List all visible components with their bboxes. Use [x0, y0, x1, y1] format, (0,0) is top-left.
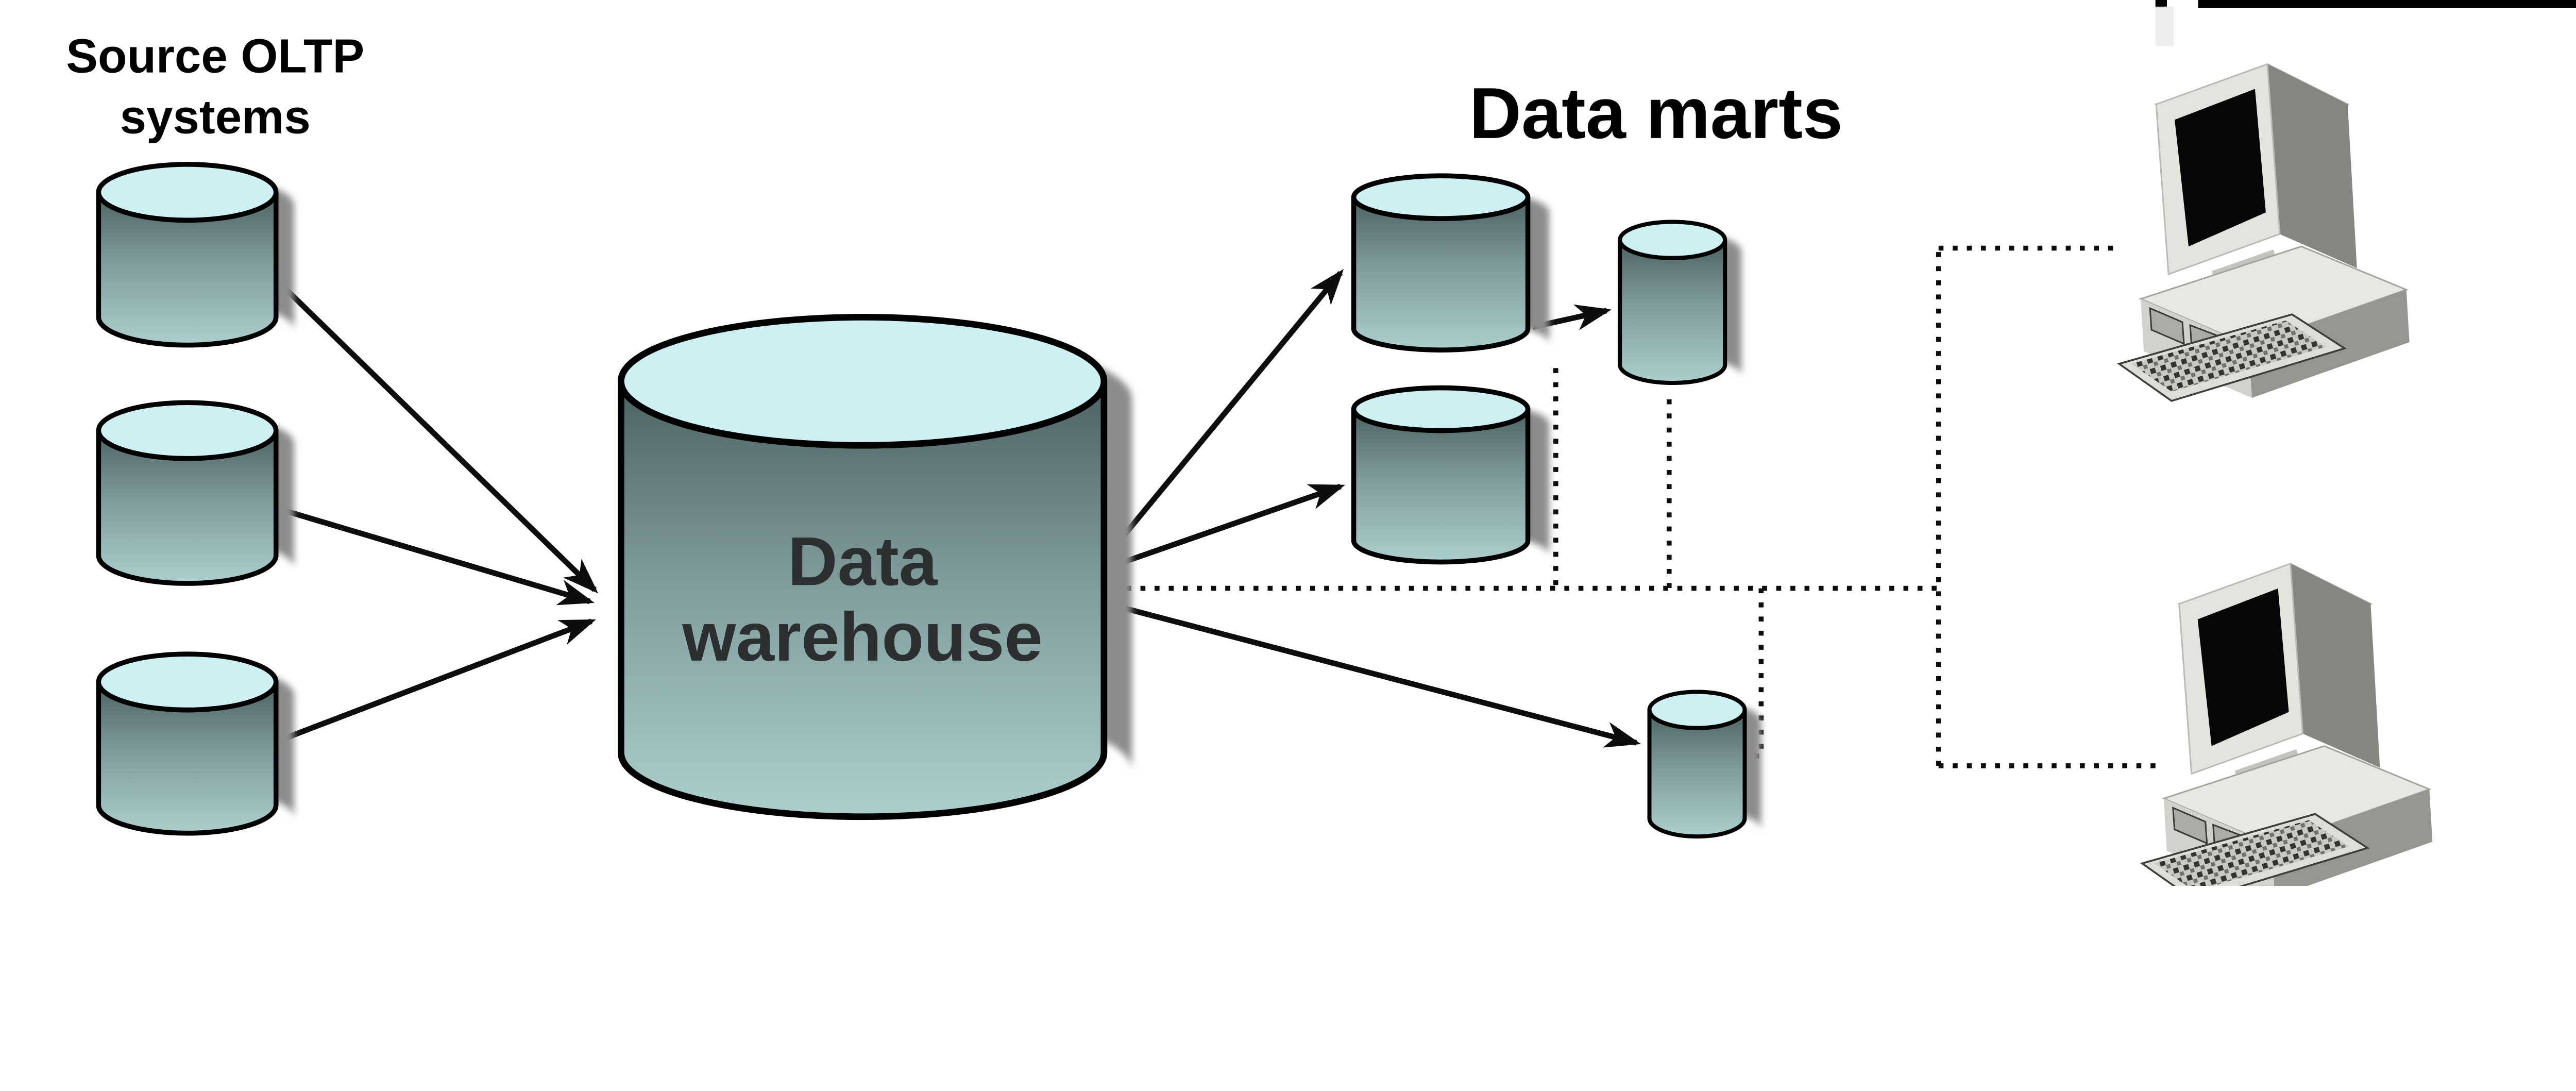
cylinder-top — [1351, 173, 1531, 221]
mart-small-bottom — [1647, 690, 1761, 839]
top-edge-smudge — [2155, 6, 2174, 46]
diagram-background — [0, 0, 2576, 886]
arrow-warehouse-to-mart-small-bottom — [1123, 605, 1641, 748]
arrow-source1-to-warehouse — [280, 283, 599, 594]
diagram-canvas: Data warehouse Source OLTP systems Data … — [0, 0, 2576, 886]
top-right-black-bar — [2198, 0, 2576, 8]
warehouse-label-line1: Data — [788, 523, 938, 600]
source-db-2 — [96, 400, 294, 586]
cylinder-top — [1618, 220, 1727, 260]
cylinder-top — [1647, 690, 1747, 730]
cylinder-top — [1351, 385, 1531, 433]
architecture-diagram: Data warehouse Source OLTP systems Data … — [0, 0, 2576, 886]
source-systems-label-line1: Source OLTP — [66, 29, 364, 82]
source-systems-label: Source OLTP systems — [66, 29, 364, 143]
data-marts-title: Data marts — [1469, 73, 1843, 154]
cylinder-top — [96, 651, 279, 713]
arrow-warehouse-to-mart-middle — [1123, 483, 1346, 565]
top-edge-artifact — [2155, 0, 2167, 8]
cylinder-top — [617, 314, 1108, 449]
source-db-1 — [96, 162, 294, 348]
mart-small-top — [1618, 220, 1742, 385]
etl-arrows — [280, 268, 1641, 748]
warehouse-cylinder: Data warehouse — [617, 314, 1132, 820]
mart-large-middle — [1351, 385, 1550, 565]
cylinder-body — [1618, 240, 1727, 385]
cylinder-top — [96, 400, 279, 461]
dotted-link-network — [1112, 245, 2162, 768]
source-db-3 — [96, 651, 294, 836]
warehouse-label-line2: warehouse — [682, 599, 1043, 676]
cylinder-top — [96, 162, 279, 223]
arrow-source2-to-warehouse — [285, 508, 595, 606]
arrow-warehouse-to-mart-top — [1121, 268, 1344, 538]
mart-large-top — [1351, 173, 1550, 353]
arrow-source3-to-warehouse — [284, 618, 596, 741]
source-systems-label-line2: systems — [120, 90, 311, 143]
